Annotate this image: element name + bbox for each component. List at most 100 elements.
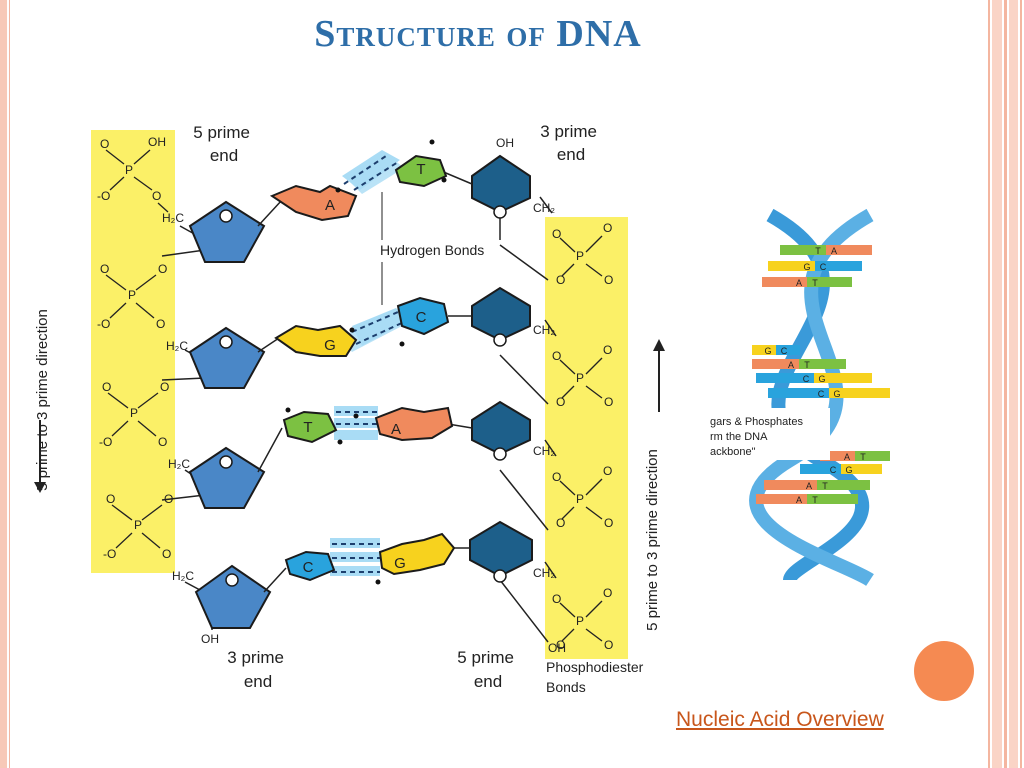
guanine-base	[378, 532, 456, 576]
svg-text:O: O	[603, 464, 612, 478]
svg-text:H₂C: H₂C	[166, 339, 188, 353]
helix-rung-left	[756, 494, 807, 504]
left-backbone-highlight	[91, 130, 175, 573]
adenine-base	[374, 406, 454, 442]
svg-text:O: O	[106, 492, 115, 506]
svg-text:-O: -O	[103, 547, 116, 561]
svg-text:O: O	[162, 547, 171, 561]
svg-text:C: C	[416, 309, 427, 326]
helix-rung-label: C	[781, 346, 788, 356]
helix-rung-left	[764, 480, 817, 490]
svg-text:H₂C: H₂C	[172, 569, 194, 583]
helix-rung-right	[815, 261, 862, 271]
helix-rung-right	[855, 451, 890, 461]
svg-text:G: G	[324, 337, 336, 354]
slide-title: Structure of DNA	[314, 13, 642, 55]
helix-rung-label: C	[820, 262, 827, 272]
right-phosphate-groups: OH CH₂ O O P O O CH₂ O O P O O CH₂	[496, 136, 613, 655]
right-direction-label: 5 prime to 3 prime direction	[644, 449, 661, 631]
svg-text:O: O	[604, 638, 613, 652]
svg-text:5 prime to 3 prime direction: 5 prime to 3 prime direction	[34, 309, 51, 491]
svg-text:O: O	[156, 317, 165, 331]
five-prime-bottom-label: 5 prime end	[457, 648, 518, 691]
glycosidic-lines	[257, 167, 473, 593]
five-prime-top-label: 5 prime end	[193, 123, 254, 165]
svg-text:OH: OH	[548, 641, 566, 655]
hydrogen-bonds-label: Hydrogen Bonds	[380, 242, 484, 258]
svg-text:P: P	[576, 249, 584, 263]
thymine-base	[394, 154, 448, 188]
adenine-base	[269, 184, 358, 222]
svg-text:O: O	[556, 273, 565, 287]
nucleic-acid-overview-link[interactable]: Nucleic Acid Overview	[676, 708, 884, 731]
svg-text:CH₂: CH₂	[533, 201, 555, 215]
svg-text:O: O	[160, 380, 169, 394]
helix-rung-label: G	[833, 389, 840, 399]
svg-text:-O: -O	[97, 189, 110, 203]
svg-text:O: O	[102, 380, 111, 394]
dna-structure-diagram: 5 prime to 3 prime direction 5 prime to …	[34, 122, 890, 695]
helix-rung-label: T	[804, 360, 810, 370]
helix-rung-label: G	[803, 262, 810, 272]
phosphodiester-label: Phosphodiester Bonds	[546, 659, 647, 695]
svg-text:P: P	[134, 518, 142, 532]
left-phosphate-groups: OH O P -O O H₂C O O P -O O H₂C O O	[97, 135, 219, 646]
helix-rung-right	[829, 388, 890, 398]
helix-rung-label: C	[803, 374, 810, 384]
svg-text:G: G	[394, 555, 406, 572]
helix-rung-label: A	[788, 360, 794, 370]
svg-text:T: T	[303, 419, 312, 436]
svg-text:O: O	[556, 395, 565, 409]
svg-text:O: O	[603, 343, 612, 357]
helix-rung-left	[752, 359, 799, 369]
svg-text:-O: -O	[99, 435, 112, 449]
helix-rung-left	[756, 373, 814, 383]
svg-text:OH: OH	[148, 135, 166, 149]
cytosine-base	[284, 550, 336, 582]
svg-text:P: P	[128, 288, 136, 302]
helix-rung-right	[807, 277, 852, 287]
helix-rung-label: A	[844, 452, 850, 462]
svg-text:O: O	[604, 273, 613, 287]
svg-text:O: O	[158, 435, 167, 449]
helix-rung-right	[799, 359, 846, 369]
svg-text:A: A	[391, 421, 401, 438]
helix-rung-label: T	[812, 278, 818, 288]
svg-text:O: O	[552, 470, 561, 484]
helix-rung-label: C	[818, 389, 825, 399]
helix-rung-right	[807, 494, 858, 504]
svg-text:O: O	[603, 586, 612, 600]
svg-text:P: P	[576, 492, 584, 506]
svg-text:OH: OH	[201, 632, 219, 646]
svg-text:O: O	[604, 395, 613, 409]
svg-text:T: T	[416, 161, 425, 178]
helix-rung-right	[814, 373, 872, 383]
helix-rung-right	[826, 245, 872, 255]
svg-text:O: O	[100, 262, 109, 276]
hydrogen-bond-dashes	[332, 155, 405, 573]
svg-text:P: P	[576, 371, 584, 385]
base-pair-3: T A	[282, 406, 454, 444]
three-prime-top-label: 3 prime end	[540, 122, 601, 164]
left-direction-label: 5 prime to 3 prime direction	[34, 309, 51, 491]
right-sugars	[469, 154, 533, 578]
decorative-orange-circle	[914, 641, 974, 701]
svg-text:O: O	[556, 638, 565, 652]
svg-text:O: O	[552, 592, 561, 606]
helix-rung-left	[780, 245, 826, 255]
right-backbone-highlight	[545, 217, 628, 659]
base-pair-1: A T	[269, 154, 448, 222]
helix-rung-right	[817, 480, 870, 490]
svg-text:O: O	[552, 349, 561, 363]
svg-text:O: O	[552, 227, 561, 241]
helix-rung-label: T	[860, 452, 866, 462]
svg-text:-O: -O	[97, 317, 110, 331]
helix-rung-label: C	[830, 465, 837, 475]
svg-text:O: O	[604, 516, 613, 530]
svg-text:A: A	[325, 197, 335, 214]
svg-text:P: P	[130, 406, 138, 420]
left-border-decoration	[0, 0, 7, 768]
